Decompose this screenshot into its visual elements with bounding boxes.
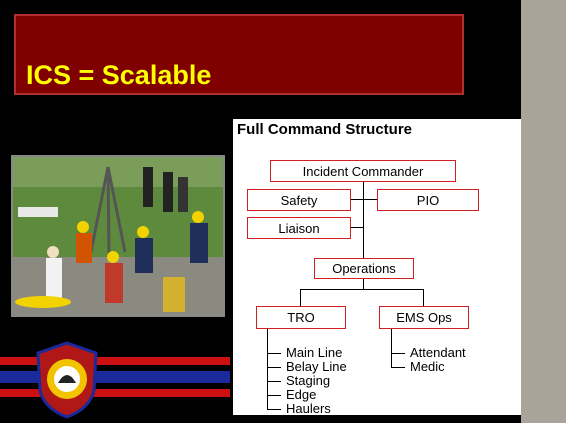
liaison-box: Liaison [247, 217, 351, 239]
pio-box: PIO [377, 189, 479, 211]
ems-item-medic: Medic [410, 359, 445, 374]
tro-item-staging: Staging [286, 373, 331, 388]
slide-title: ICS = Scalable [26, 60, 212, 90]
tro-item-haulers: Haulers [286, 401, 331, 416]
ems-item-attendant: Attendant [410, 345, 466, 360]
connector-to-ems [423, 289, 424, 306]
tick-ems-1 [391, 353, 405, 354]
stripe-red-top [0, 357, 230, 365]
side-strip [521, 0, 566, 423]
tro-box: TRO [256, 306, 346, 329]
org-chart-heading: Full Command Structure [237, 121, 413, 138]
tick-tro-4 [267, 395, 281, 396]
rescue-photo [11, 155, 225, 317]
badge-shield-icon [36, 341, 98, 419]
connector-ops-branch [300, 289, 424, 290]
connector-to-tro [300, 289, 301, 306]
connector-ems-list [391, 329, 392, 367]
tro-item-edge: Edge [286, 387, 317, 402]
tick-tro-1 [267, 353, 281, 354]
title-banner: ICS = Scalable [14, 14, 464, 95]
rescue-photo-illustration [13, 157, 223, 315]
tro-item-main-line: Main Line [286, 345, 343, 360]
connector-main-lower [363, 278, 364, 289]
tick-ems-2 [391, 367, 405, 368]
tick-tro-5 [267, 409, 281, 410]
safety-box: Safety [247, 189, 351, 211]
connector-tro-list [267, 329, 268, 409]
stripe-red-bottom [0, 389, 230, 397]
tick-tro-2 [267, 367, 281, 368]
tro-item-belay-line: Belay Line [286, 359, 347, 374]
ems-ops-box: EMS Ops [379, 306, 469, 329]
connector-main-upper [363, 181, 364, 259]
tick-tro-3 [267, 381, 281, 382]
fire-department-badge [34, 341, 100, 419]
operations-box: Operations [314, 258, 414, 279]
connector-liaison [350, 227, 364, 228]
connector-safety-pio [350, 199, 378, 200]
org-chart-panel: Full Command Structure Incident Commande… [233, 119, 521, 416]
incident-commander-box: Incident Commander [270, 160, 456, 182]
